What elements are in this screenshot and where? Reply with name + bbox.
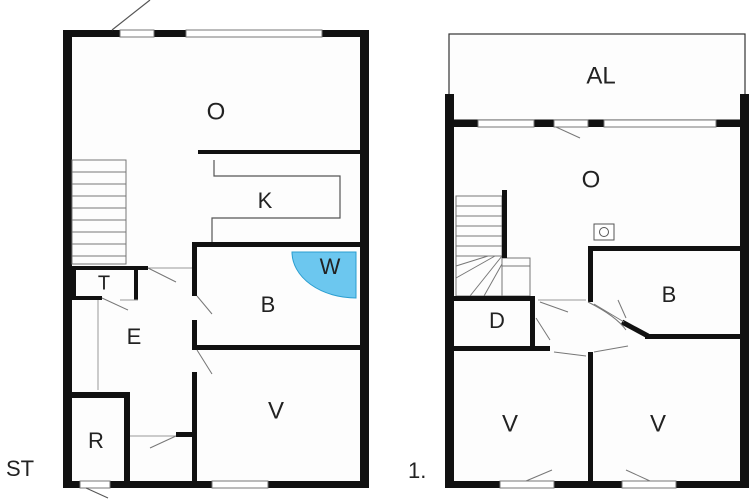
ground-staircase (71, 159, 127, 265)
stair-wall (502, 190, 507, 258)
kitchen-counter (211, 160, 341, 246)
room-label-first-bathroom: B (662, 282, 677, 307)
room-label-kitchen: K (258, 188, 273, 213)
room-label-bedroom: V (268, 397, 284, 424)
kitchen-wall (198, 150, 360, 154)
balcony-door-swing (555, 126, 581, 139)
first-floor-plan: AL O B D V V 1. (408, 33, 749, 489)
ground-door-swings (101, 267, 213, 375)
ground-top-door-gap (119, 29, 155, 38)
ventilation-icon-circle (599, 227, 609, 237)
ground-interior-walls (72, 242, 362, 484)
bathroom-angled-wall (620, 319, 650, 339)
first-bottom-swing-right (625, 469, 651, 482)
ground-entry-path-line (111, 0, 151, 31)
room-label-living: O (207, 98, 226, 125)
room-label-storage: R (88, 428, 104, 453)
storage-walls (72, 392, 130, 482)
room-label-closet: D (489, 308, 505, 333)
level-label-ground: ST (6, 456, 34, 481)
first-top-window-right (603, 119, 717, 128)
first-exterior-walls (445, 94, 749, 488)
first-bottom-window-left (499, 480, 555, 489)
first-interior-walls (454, 246, 748, 484)
ground-bottom-window (211, 480, 269, 489)
room-label-toilet: T (98, 272, 110, 294)
room-label-landing: O (582, 166, 601, 193)
entrance-thin-lines (97, 267, 192, 390)
first-bottom-window-right (621, 480, 677, 489)
first-bottom-swing-left (525, 469, 553, 482)
first-floor-area (450, 122, 748, 486)
first-top-window-left (477, 119, 535, 128)
room-label-balcony: AL (586, 62, 615, 89)
ventilation-icon (593, 223, 615, 241)
ground-floor-plan: O K T E B W V R ST (6, 0, 369, 499)
room-label-entrance: E (127, 324, 142, 349)
ground-bottom-door-gap (79, 480, 111, 489)
ground-top-window (185, 29, 323, 38)
room-label-washer: W (320, 254, 341, 279)
first-door-swings (535, 299, 629, 357)
storage-door-swing (149, 435, 177, 449)
washer-area (291, 251, 357, 299)
room-label-bathroom: B (261, 292, 276, 317)
room-label-bedroom-left: V (502, 410, 518, 437)
room-label-bedroom-right: V (650, 410, 666, 437)
balcony-area (448, 33, 746, 121)
ground-bottom-door-swing (85, 487, 109, 499)
first-balcony-door-gap (553, 119, 589, 128)
level-label-first: 1. (408, 458, 426, 483)
